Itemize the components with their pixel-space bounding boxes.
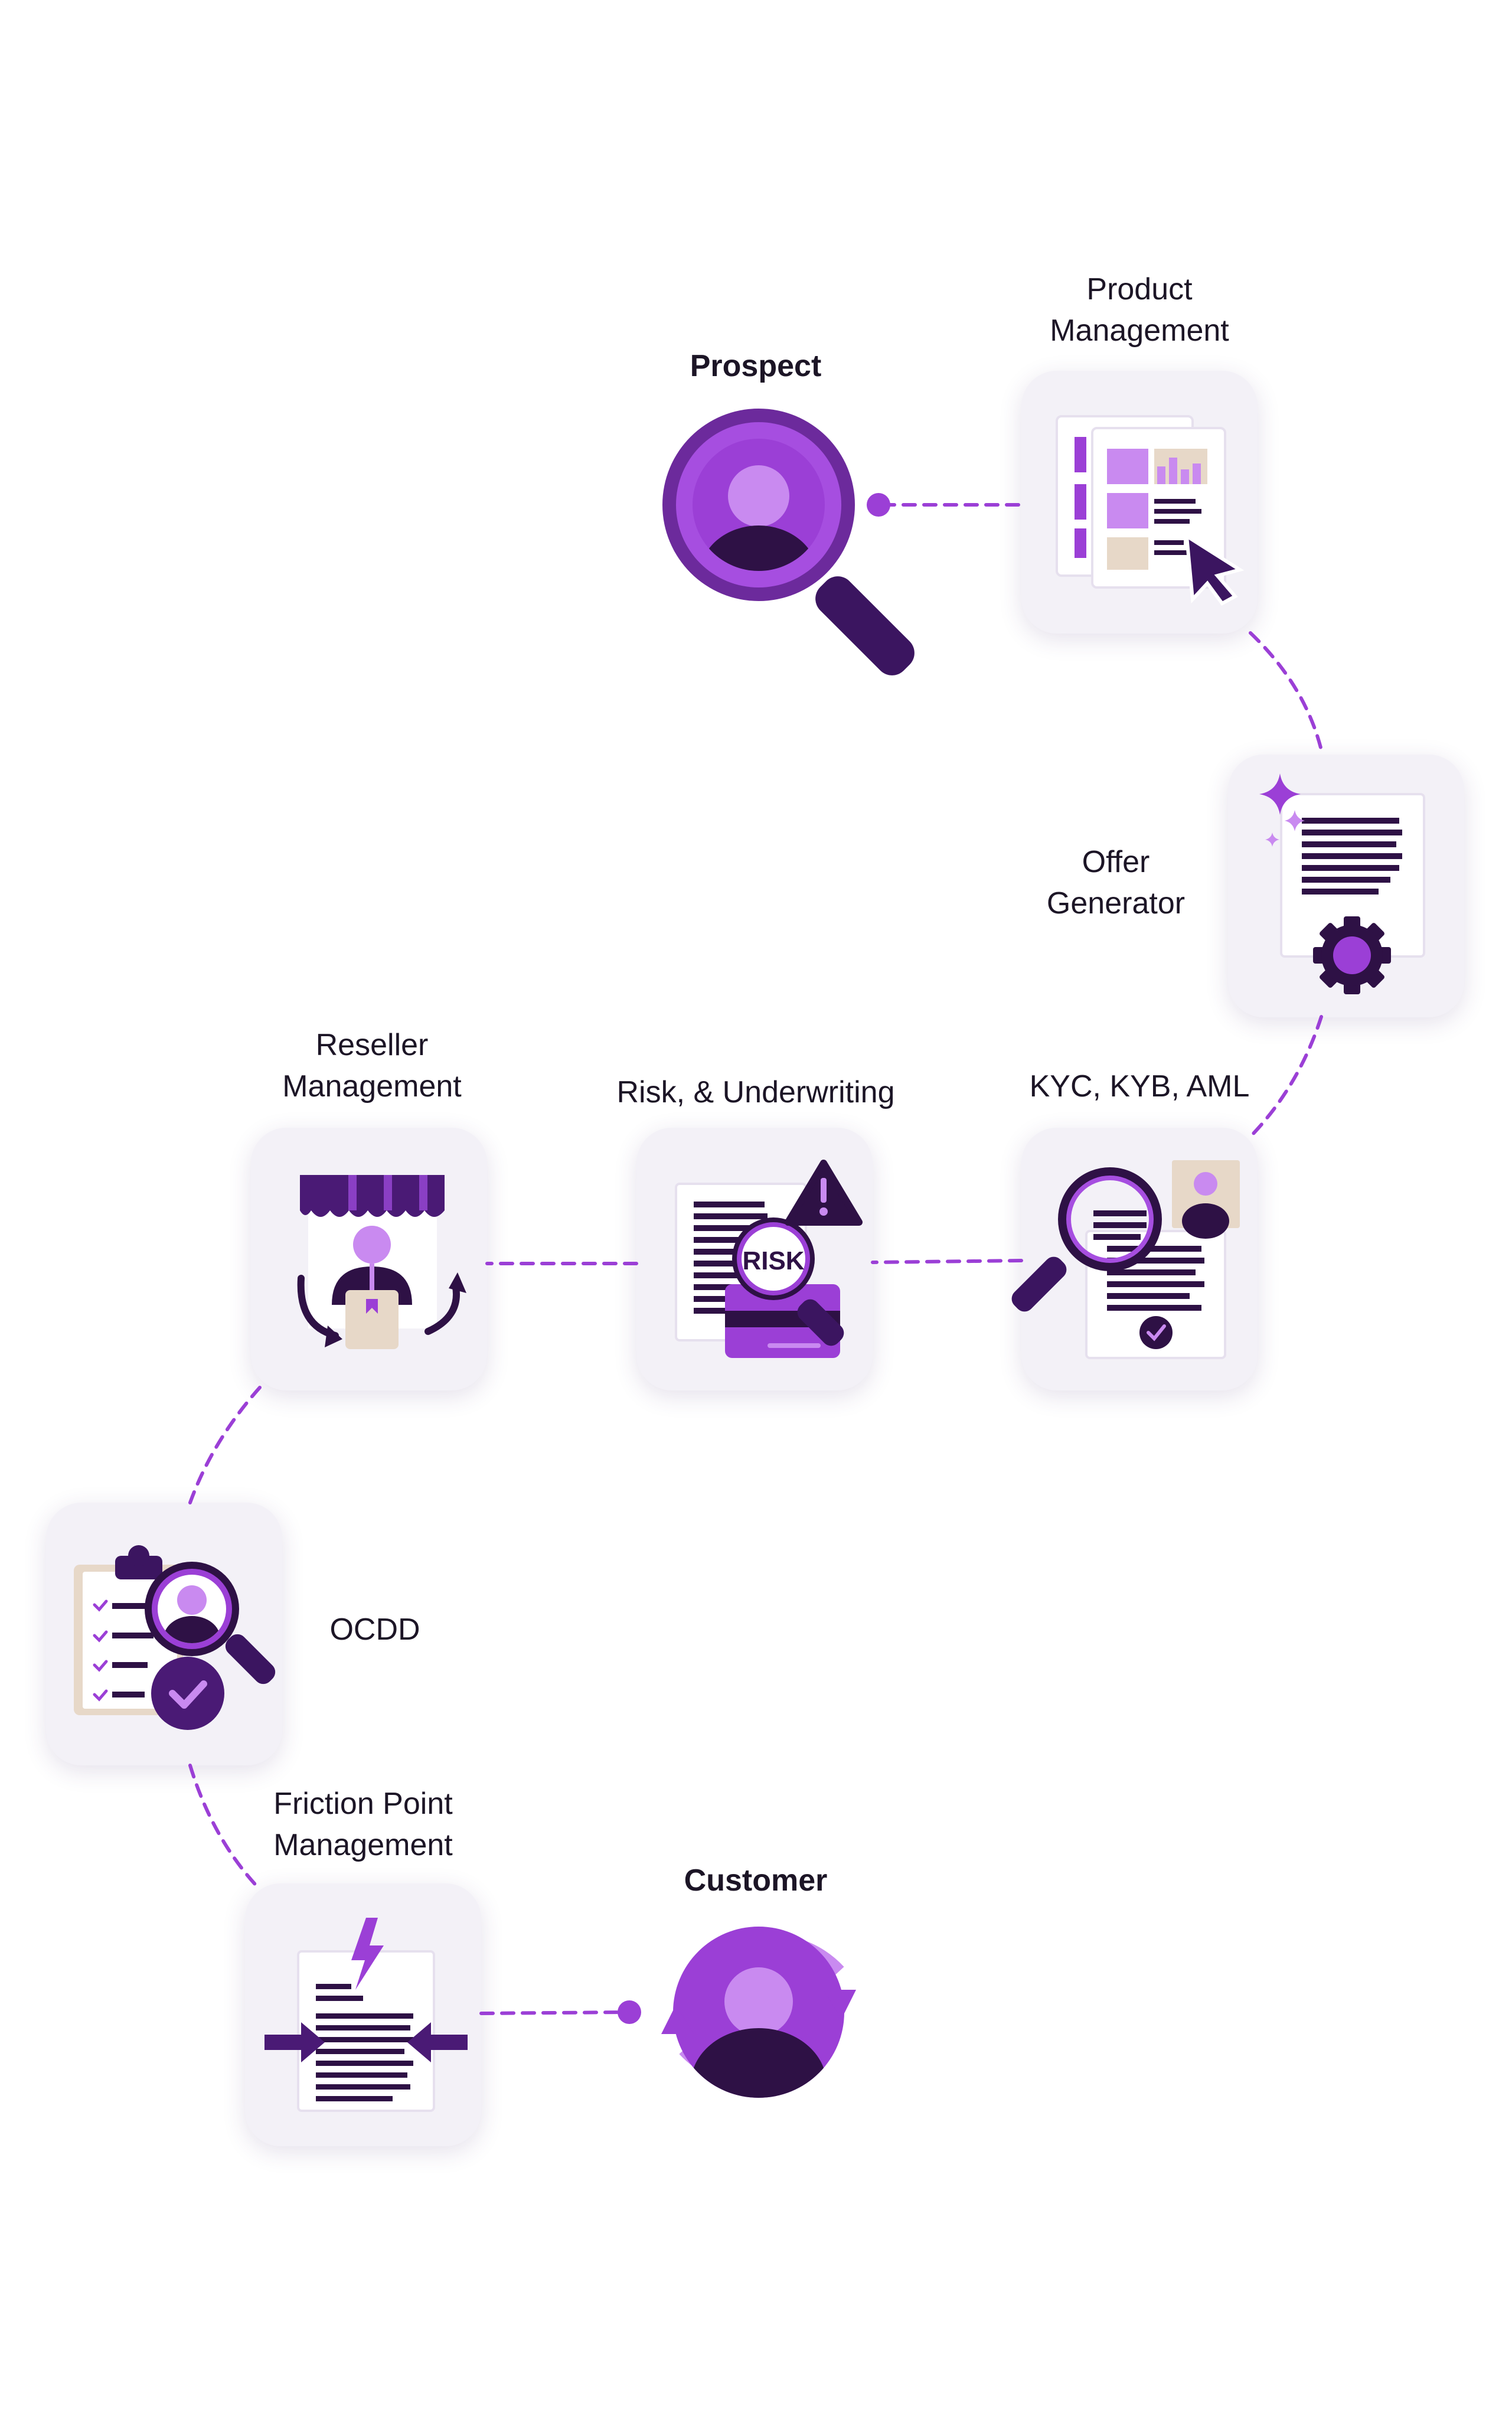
connector-friction-customer	[479, 2010, 628, 2015]
product-management-label: Product Management	[1050, 272, 1229, 348]
connector-kyc-risk	[871, 1259, 1023, 1264]
risk-underwriting-icon: RISK	[675, 1160, 863, 1358]
customer-label: Customer	[684, 1863, 828, 1898]
connector-dot-customer	[618, 2000, 641, 2024]
ocdd-label: OCDD	[329, 1612, 420, 1647]
friction-document-icon	[264, 1918, 468, 2112]
connector-offer-kyc	[1249, 1015, 1323, 1138]
kyc-verification-icon	[1011, 1160, 1240, 1359]
connector-dot-prospect	[867, 493, 890, 517]
ocdd-checklist-icon	[74, 1545, 276, 1730]
offer-generator-label: Offer Generator	[1046, 845, 1186, 920]
connector-ocdd-friction	[188, 1764, 262, 1891]
connector-reseller-ocdd	[188, 1386, 262, 1504]
friction-point-management-label: Friction Point Management	[273, 1787, 453, 1862]
connector-product-offer	[1249, 631, 1323, 752]
reseller-management-label: Reseller Management	[282, 1028, 462, 1104]
reseller-store-icon	[297, 1175, 466, 1349]
risk-underwriting-label: Risk, & Underwriting	[616, 1075, 895, 1109]
offer-generator-icon	[1259, 773, 1425, 994]
kyc-kyb-aml-label: KYC, KYB, AML	[1029, 1069, 1250, 1104]
prospect-label: Prospect	[690, 349, 822, 383]
prospect-search-icon	[662, 409, 915, 675]
risk-badge-text: RISK	[742, 1246, 804, 1275]
product-management-icon	[1056, 415, 1245, 606]
customer-cycle-icon	[661, 1927, 856, 2098]
